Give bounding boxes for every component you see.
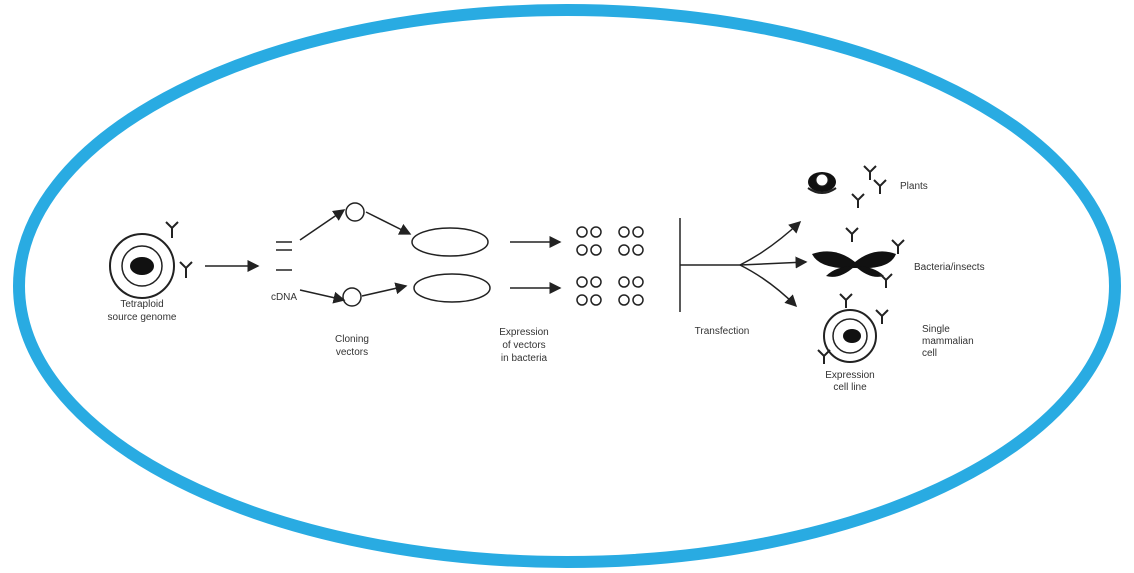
single-cell-label-1: Single xyxy=(922,324,950,335)
butterfly-icon xyxy=(812,227,905,288)
cloning-label-2: vectors xyxy=(336,347,368,358)
cloning-label-1: Cloning xyxy=(335,334,369,345)
transfection-branch xyxy=(679,218,808,312)
frame-ellipse xyxy=(13,4,1121,568)
dna-fragments xyxy=(276,241,292,271)
plant-icon xyxy=(807,165,887,208)
expression-label-3: in bacteria xyxy=(501,353,548,364)
expression-cell-label-2: cell line xyxy=(833,382,867,393)
mammalian-cell xyxy=(817,293,889,364)
source-cell xyxy=(109,221,193,299)
source-cell-label-1: Tetraploid xyxy=(120,299,163,310)
expression-label-2: of vectors xyxy=(502,340,545,351)
single-cell-label-2: mammalian xyxy=(922,336,974,347)
cdna-label: cDNA xyxy=(271,292,297,303)
expression-label-1: Expression xyxy=(499,327,548,338)
single-cell-label-3: cell xyxy=(922,348,937,359)
antibody-icon xyxy=(165,221,193,278)
transfection-label: Transfection xyxy=(695,326,750,337)
bacteria-insects-label: Bacteria/insects xyxy=(914,262,985,273)
expression-cell-label-1: Expression xyxy=(825,370,874,381)
plants-label: Plants xyxy=(900,181,928,192)
cloning-vectors xyxy=(299,202,491,307)
source-cell-label-2: source genome xyxy=(108,312,177,323)
bacteria-colonies xyxy=(576,226,644,306)
